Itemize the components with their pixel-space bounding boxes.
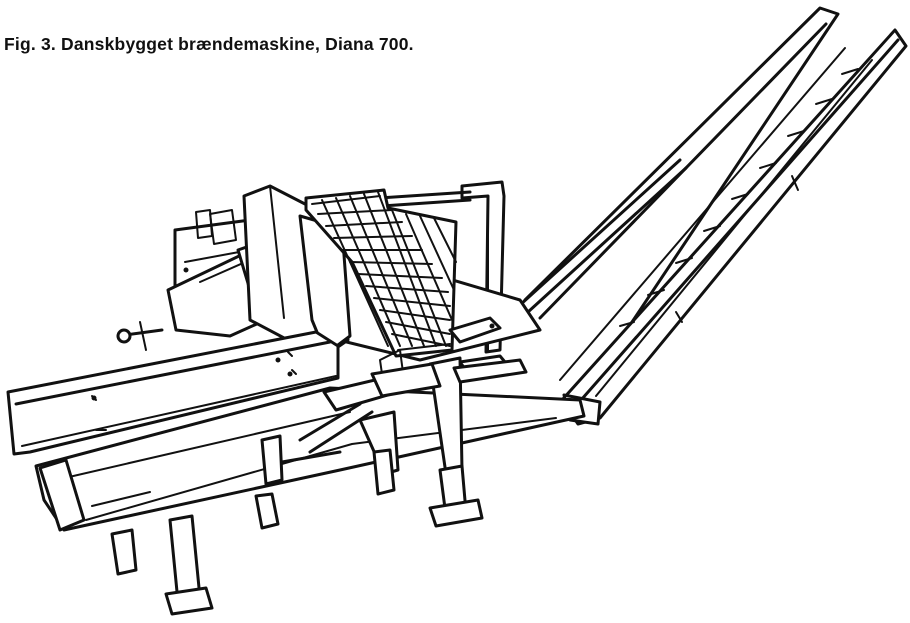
bolt-details [91, 267, 495, 401]
machine-frame [116, 180, 542, 378]
figure-caption: Fig. 3. Danskbygget brændemaskine, Diana… [4, 34, 414, 54]
conveyor [518, 6, 908, 426]
machine-legs [110, 448, 484, 616]
splitter-grid [304, 188, 458, 358]
